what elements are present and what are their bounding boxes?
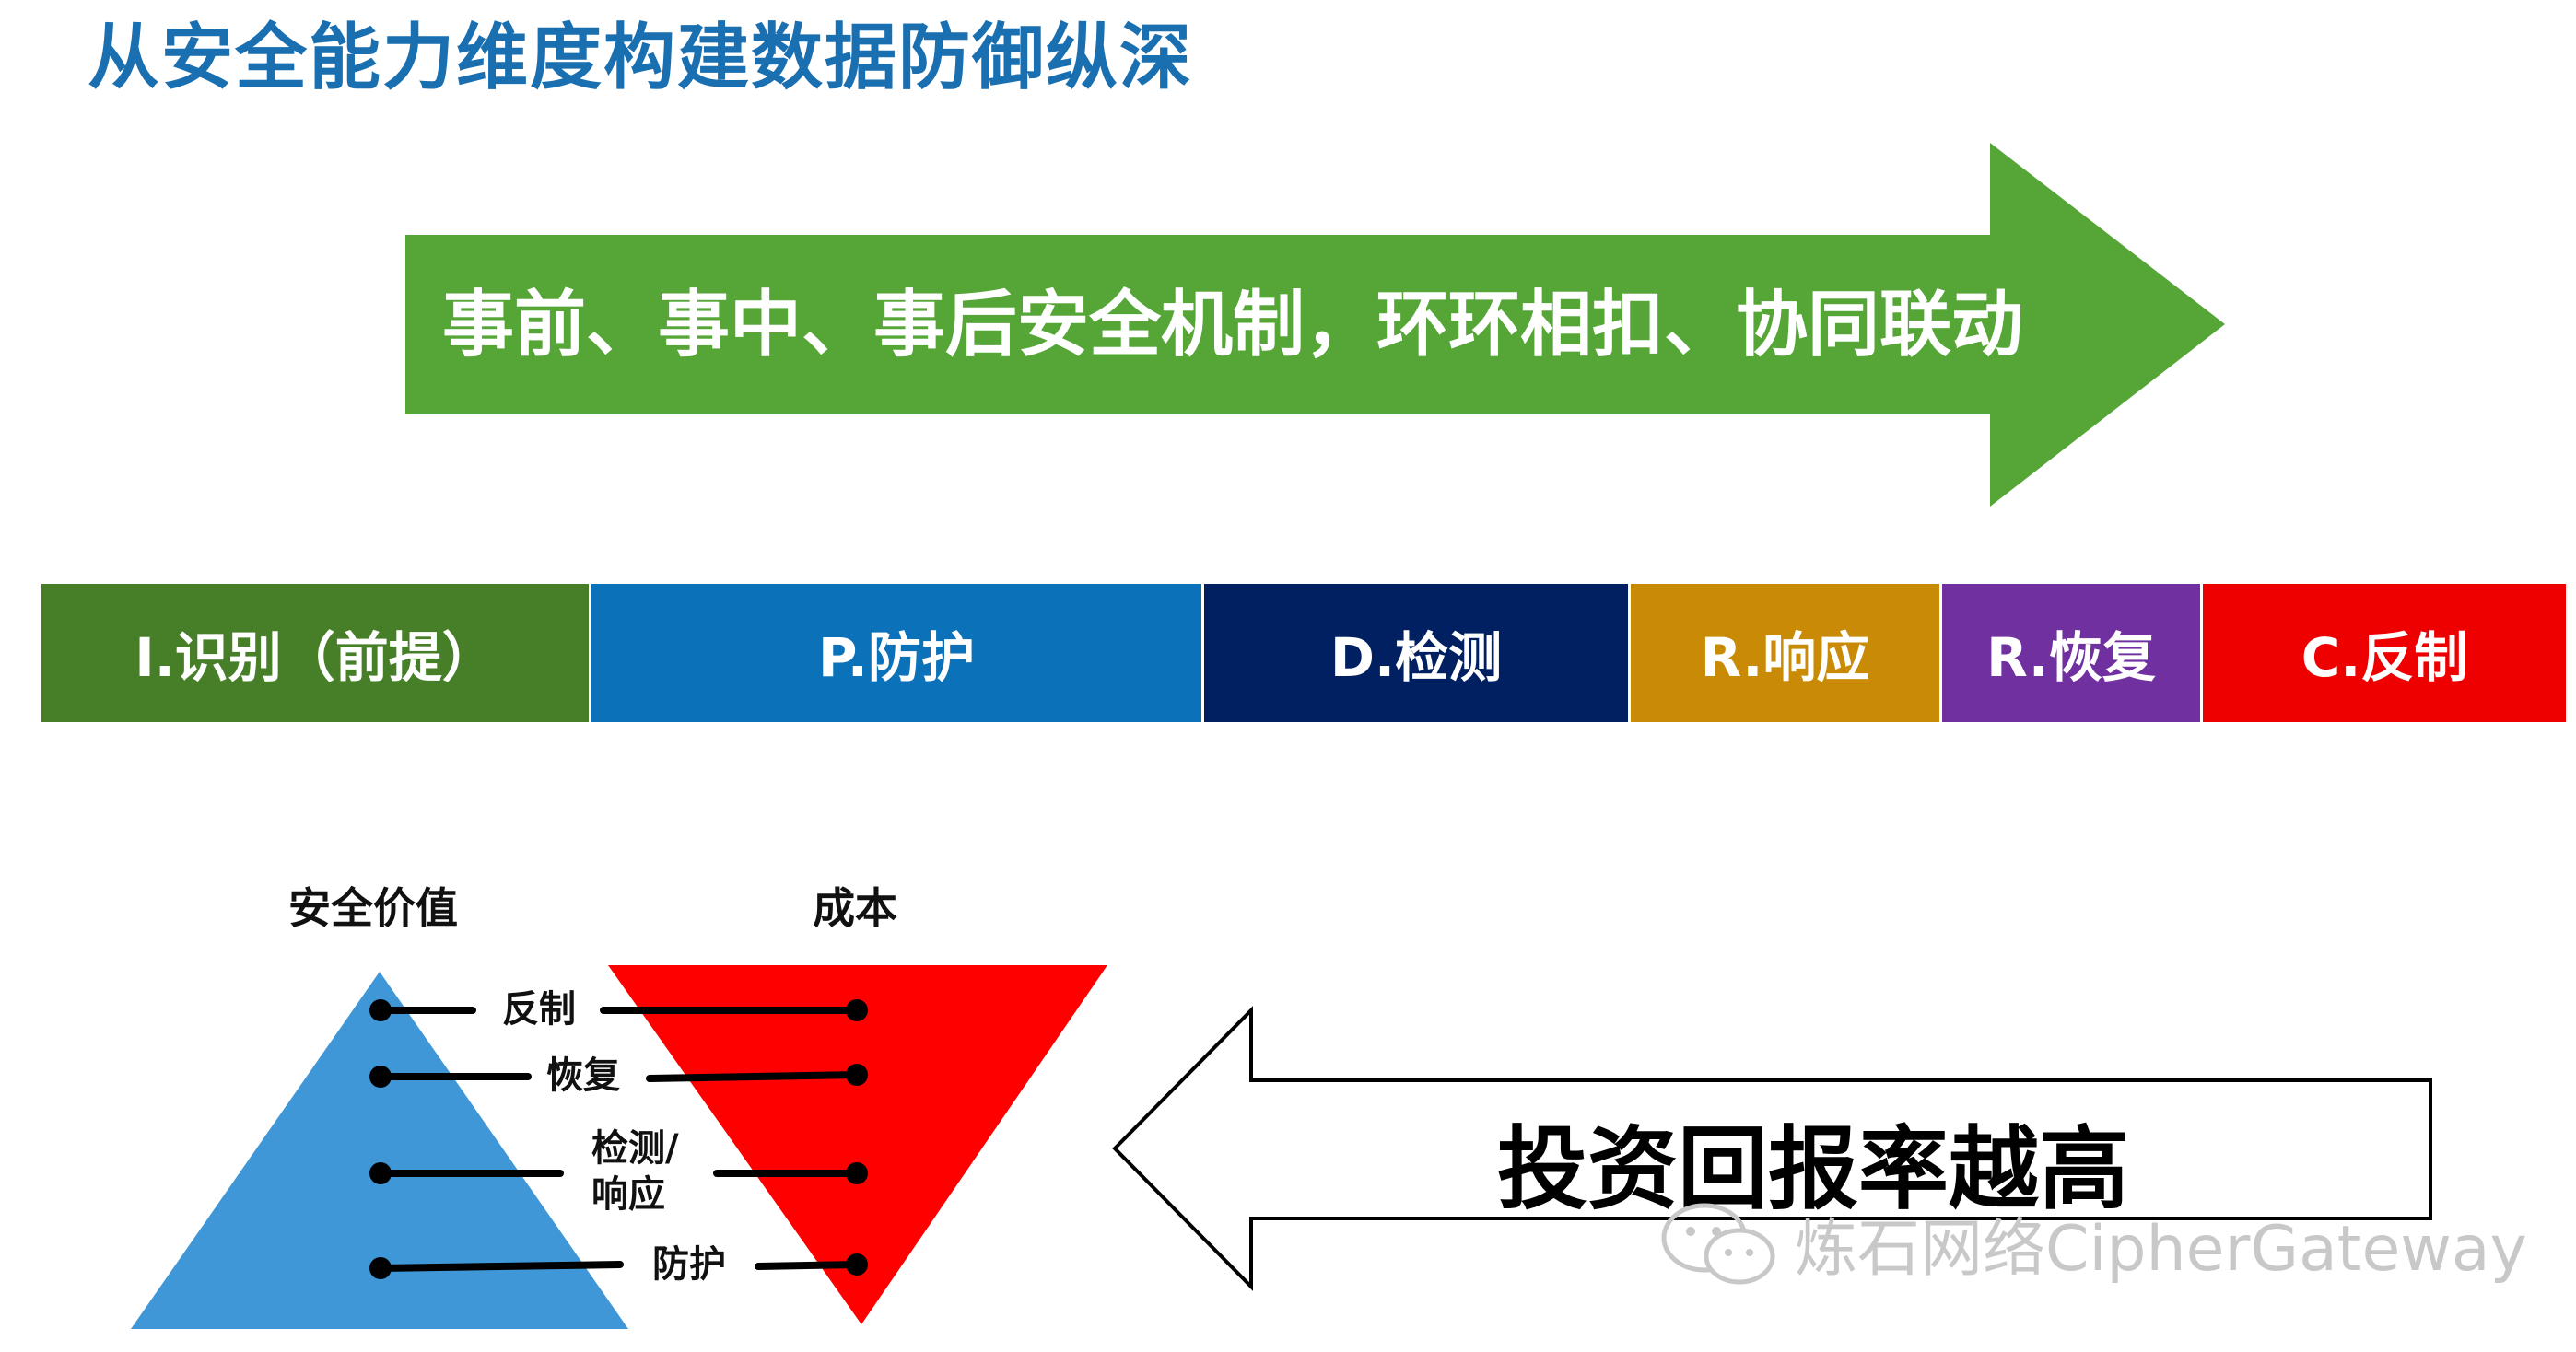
phase-recover: R.恢复 (1942, 584, 2203, 722)
roi-arrow (1112, 1006, 2432, 1291)
watermark: 炼石网络CipherGateway (1658, 1197, 2527, 1288)
timeline-arrow (405, 143, 2225, 507)
level-label-protect: 防护 (652, 1243, 726, 1286)
phase-counter: C.反制 (2203, 584, 2566, 722)
dot-detect-right (846, 1162, 868, 1184)
dot-recover-left (369, 1066, 392, 1088)
cost-triangle (608, 965, 1107, 1324)
timeline-arrow-text: 事前、事中、事后安全机制，环环相扣、协同联动 (442, 284, 2024, 367)
level-label-counter: 反制 (502, 988, 576, 1031)
level-label-recover: 恢复 (546, 1055, 620, 1097)
level-label-detect: 检测/ (591, 1127, 679, 1170)
phase-detect: D.检测 (1204, 584, 1631, 722)
dot-recover-right (846, 1064, 868, 1086)
security-value-label: 安全价值 (288, 883, 458, 933)
page-title: 从安全能力维度构建数据防御纵深 (88, 17, 1194, 99)
dot-protect-right (846, 1253, 868, 1276)
level-line-recover-right (646, 1071, 861, 1082)
phase-identify: I.识别（前提） (41, 584, 591, 722)
timeline-arrow-shape (405, 143, 2225, 507)
dot-counter-left (369, 999, 392, 1021)
level-line-protect-right (755, 1261, 861, 1270)
level-label-respond: 响应 (591, 1173, 665, 1216)
dot-protect-left (369, 1257, 392, 1279)
dot-counter-right (846, 999, 868, 1021)
level-line-protect-left (377, 1261, 624, 1272)
wechat-icon (1661, 1203, 1775, 1285)
phase-protect: P.防护 (591, 584, 1204, 722)
cost-label: 成本 (813, 883, 897, 933)
watermark-text: 炼石网络CipherGateway (1795, 1213, 2527, 1286)
phase-respond: R.响应 (1631, 584, 1942, 722)
dot-detect-left (369, 1162, 392, 1184)
value-triangle (131, 972, 628, 1329)
roi-arrow-text: 投资回报率越高 (1497, 1117, 2130, 1222)
phase-bar: I.识别（前提） P.防护 D.检测 R.响应 R.恢复 C.反制 (41, 584, 2566, 722)
